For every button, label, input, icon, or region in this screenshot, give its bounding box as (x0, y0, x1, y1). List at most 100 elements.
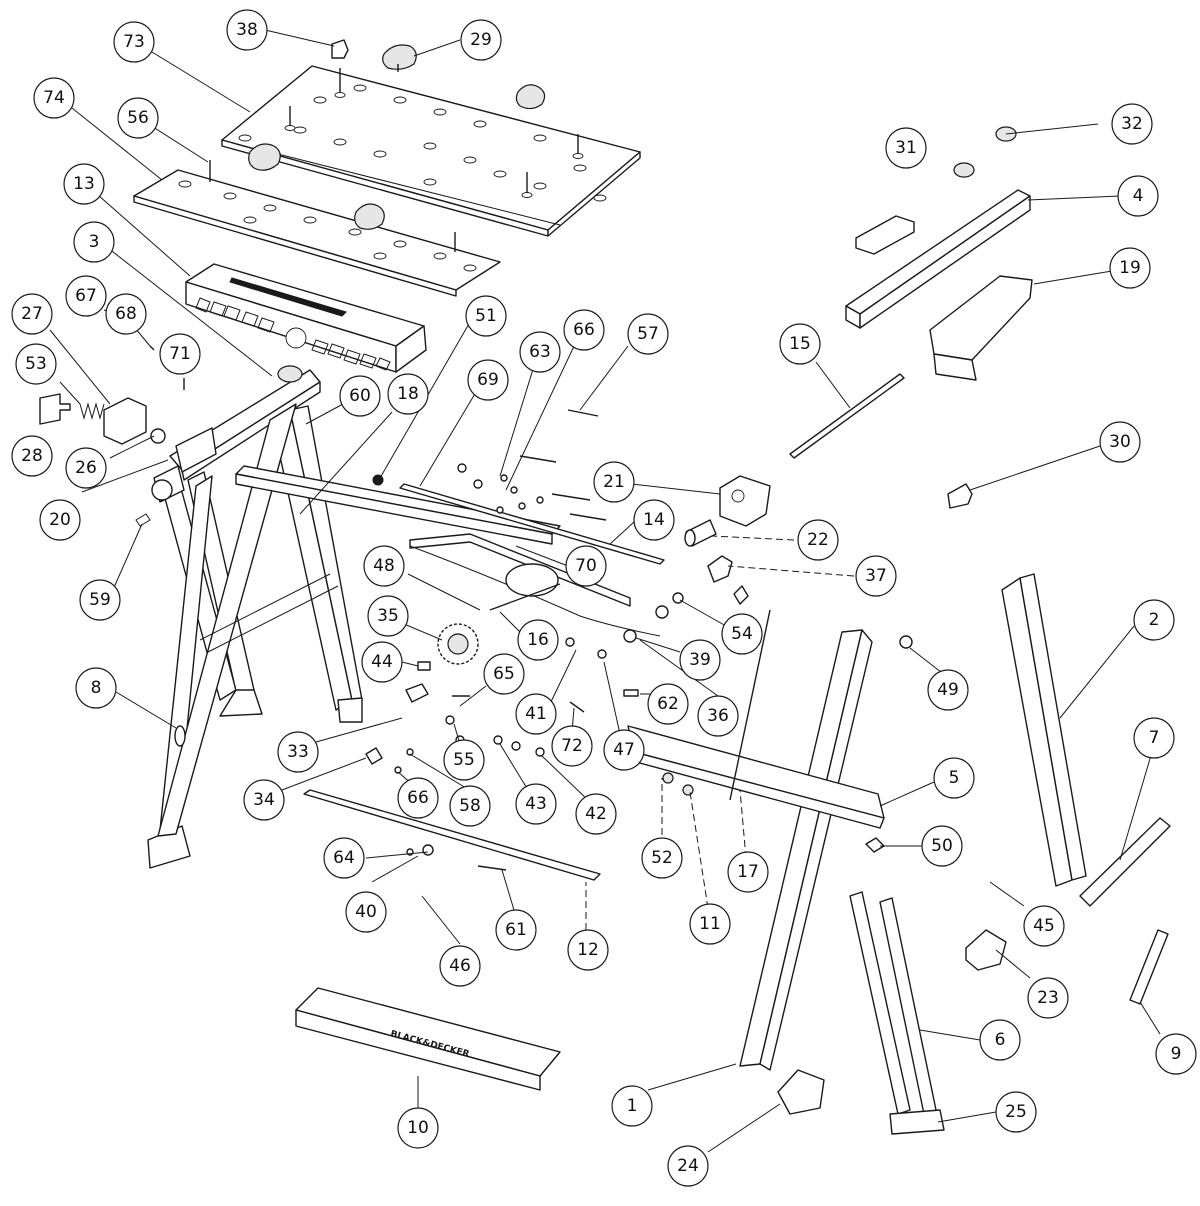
svg-text:36: 36 (707, 706, 729, 726)
callout-34: 34 (243, 779, 285, 821)
svg-text:60: 60 (349, 386, 371, 406)
svg-text:40: 40 (355, 902, 377, 922)
callout-30: 30 (1099, 421, 1141, 463)
svg-text:47: 47 (613, 740, 635, 760)
bushing-49 (899, 635, 913, 649)
svg-text:31: 31 (895, 138, 917, 158)
svg-text:23: 23 (1037, 988, 1059, 1008)
callout-36: 36 (697, 695, 739, 737)
part-drawings: BLACK&DECKER (39, 39, 1171, 1135)
callout-11: 11 (689, 903, 731, 945)
callout-10: 10 (397, 1107, 439, 1149)
callout-73: 73 (113, 21, 155, 63)
svg-text:55: 55 (453, 750, 475, 770)
callout-70: 70 (565, 545, 607, 587)
ball-51 (372, 474, 384, 486)
svg-text:12: 12 (577, 940, 599, 960)
callout-31: 31 (885, 127, 927, 169)
svg-text:15: 15 (789, 334, 811, 354)
callout-66-top: 66 (563, 309, 605, 351)
callout-27: 27 (11, 293, 53, 335)
svg-text:64: 64 (333, 848, 355, 868)
vise-jaw-board-upper (221, 65, 641, 237)
callout-67: 67 (65, 275, 107, 317)
callout-5: 5 (933, 757, 975, 799)
foot-24 (777, 1069, 825, 1115)
callout-16: 16 (517, 619, 559, 661)
callout-21: 21 (593, 461, 635, 503)
callout-26: 26 (65, 447, 107, 489)
callout-32: 32 (1111, 103, 1153, 145)
callout-29: 29 (460, 19, 502, 61)
svg-text:18: 18 (397, 384, 419, 404)
rod-17 (729, 609, 771, 801)
svg-text:10: 10 (407, 1118, 429, 1138)
callout-69: 69 (467, 359, 509, 401)
svg-text:66: 66 (573, 320, 595, 340)
svg-text:24: 24 (677, 1156, 699, 1176)
svg-text:46: 46 (449, 956, 471, 976)
svg-text:35: 35 (377, 606, 399, 626)
svg-text:33: 33 (287, 742, 309, 762)
svg-text:11: 11 (699, 914, 721, 934)
svg-text:39: 39 (689, 650, 711, 670)
callout-18: 18 (387, 373, 429, 415)
svg-text:51: 51 (475, 306, 497, 326)
leg-2 (1001, 573, 1087, 887)
svg-text:58: 58 (459, 796, 481, 816)
callout-1: 1 (611, 1085, 653, 1127)
svg-text:65: 65 (493, 664, 515, 684)
callout-38: 38 (226, 9, 268, 51)
svg-text:49: 49 (937, 680, 959, 700)
callout-44: 44 (361, 641, 403, 683)
callout-61: 61 (495, 909, 537, 951)
callout-28: 28 (11, 435, 53, 477)
cam-knob (382, 44, 417, 70)
shaft-12 (303, 789, 601, 881)
callout-59: 59 (79, 579, 121, 621)
callout-57: 57 (627, 313, 669, 355)
svg-text:52: 52 (651, 848, 673, 868)
callout-52: 52 (641, 837, 683, 879)
callout-6: 6 (979, 1019, 1021, 1061)
svg-text:7: 7 (1149, 728, 1160, 748)
svg-text:30: 30 (1109, 432, 1131, 452)
svg-text:61: 61 (505, 920, 527, 940)
callout-13: 13 (63, 163, 105, 205)
foot-23 (965, 929, 1007, 971)
callout-15: 15 (779, 323, 821, 365)
callout-55: 55 (443, 739, 485, 781)
svg-text:6: 6 (995, 1030, 1006, 1050)
callout-3: 3 (73, 221, 115, 263)
callout-60: 60 (339, 375, 381, 417)
top-rail (185, 263, 427, 373)
callout-43: 43 (515, 783, 557, 825)
svg-text:53: 53 (25, 354, 47, 374)
callout-8: 8 (75, 667, 117, 709)
end-cap-components (39, 319, 185, 445)
callout-14: 14 (633, 499, 675, 541)
svg-text:42: 42 (585, 804, 607, 824)
svg-text:48: 48 (373, 556, 395, 576)
vise-jaw-board-lower (133, 160, 501, 297)
callout-58: 58 (449, 785, 491, 827)
svg-text:19: 19 (1119, 258, 1141, 278)
svg-text:5: 5 (949, 768, 960, 788)
svg-text:21: 21 (603, 472, 625, 492)
screw-59 (135, 513, 151, 527)
callout-64: 64 (323, 837, 365, 879)
svg-text:68: 68 (115, 304, 137, 324)
svg-text:41: 41 (525, 704, 547, 724)
callout-66-mid: 66 (397, 777, 439, 819)
svg-text:74: 74 (43, 88, 65, 108)
svg-text:44: 44 (371, 652, 393, 672)
svg-text:22: 22 (807, 530, 829, 550)
callout-33: 33 (277, 731, 319, 773)
leg-1 (739, 629, 873, 1071)
svg-text:70: 70 (575, 556, 597, 576)
callout-72: 72 (551, 725, 593, 767)
svg-text:66: 66 (407, 788, 429, 808)
small-hardware (365, 629, 639, 774)
svg-text:67: 67 (75, 286, 97, 306)
